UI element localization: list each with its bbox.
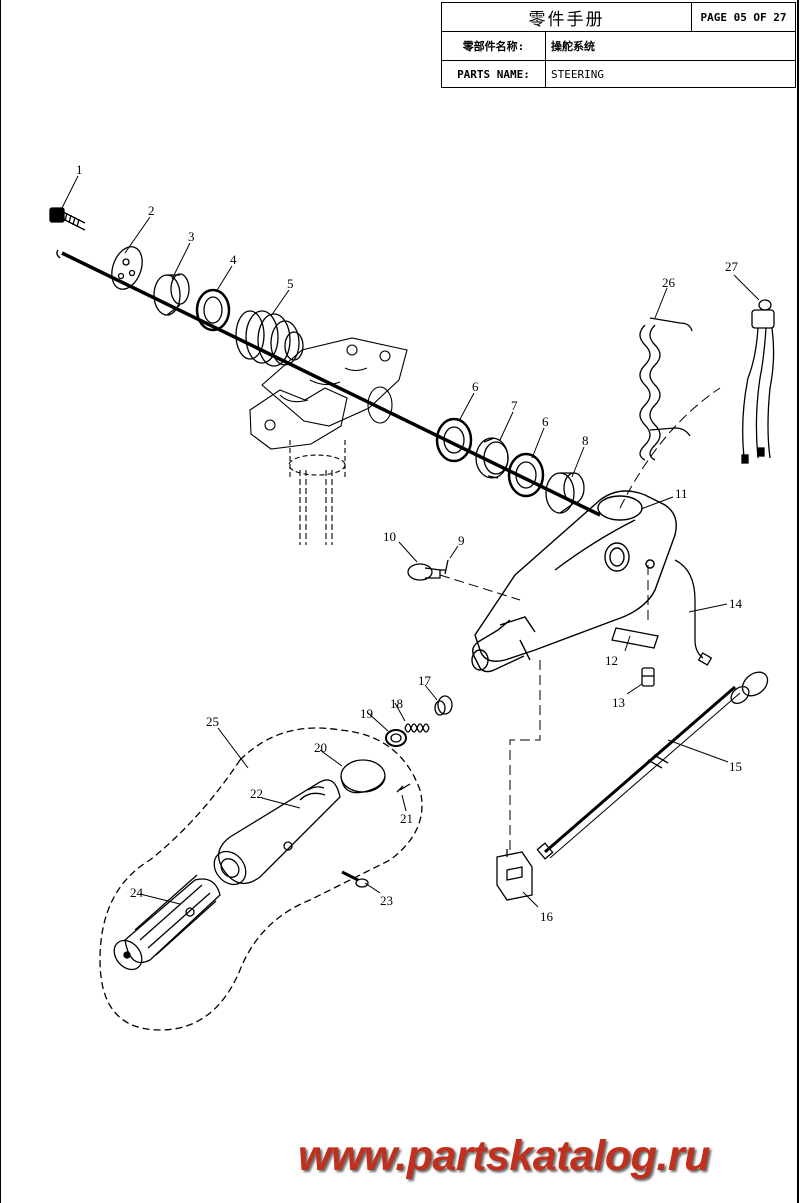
callout-21: 21: [400, 811, 413, 826]
part-24-grip-sleeve: [113, 874, 221, 971]
part-7-ring: [475, 437, 509, 479]
page-indicator: PAGE 05 OF 27: [700, 10, 787, 24]
part-6-washer: [435, 417, 473, 463]
parts-name-cn-label: 零部件名称:: [442, 32, 546, 60]
part-25-grip-assembly-outline: [99, 727, 423, 1031]
part-21-screw: [396, 783, 411, 793]
callout-leaders: [61, 175, 760, 908]
callout-17: 17: [418, 673, 432, 688]
part-1-bolt: [49, 207, 86, 231]
callout-27: 27: [725, 259, 739, 274]
parts-name-label: PARTS NAME:: [442, 61, 546, 87]
part-5-boot: [235, 310, 304, 367]
callout-22: 22: [250, 786, 263, 801]
shaft-tip: [56, 249, 61, 259]
part-3-bushing: [153, 273, 190, 316]
part-16-bracket: [496, 849, 533, 901]
parts-name-cn-value: 操舵系统: [551, 40, 595, 53]
part-18-spring: [404, 723, 430, 733]
callout-2: 2: [148, 203, 155, 218]
callout-14: 14: [729, 596, 743, 611]
callout-7: 7: [511, 398, 518, 413]
callout-9: 9: [458, 533, 465, 548]
callout-8: 8: [582, 433, 589, 448]
part-23-screw: [341, 870, 369, 888]
part-6-washer-second: [507, 452, 545, 498]
part-14-lead: [674, 559, 713, 666]
part-26-lanyard: [639, 317, 693, 461]
callout-6-second: 6: [542, 414, 549, 429]
part-4-washer: [195, 288, 231, 332]
title-block: 零件手册 PAGE 05 OF 27 零部件名称: 操舵系统 PARTS NAM…: [441, 2, 796, 88]
callout-15: 15: [729, 759, 742, 774]
callout-1: 1: [76, 162, 83, 177]
callout-24: 24: [130, 885, 144, 900]
callout-4: 4: [230, 252, 237, 267]
part-11-tiller-arm: [471, 490, 677, 673]
title-row: 零件手册 PAGE 05 OF 27: [442, 3, 795, 32]
callout-19: 19: [360, 706, 373, 721]
callout-26: 26: [662, 275, 676, 290]
callout-3: 3: [188, 229, 195, 244]
callout-10: 10: [383, 529, 396, 544]
callout-25: 25: [206, 714, 219, 729]
part-22-grip-body: [213, 779, 341, 886]
callout-12: 12: [605, 653, 618, 668]
part-19-washer: [385, 729, 407, 747]
part-10-knob: [407, 563, 446, 581]
part-9-pin: [444, 559, 449, 575]
callout-11: 11: [675, 486, 688, 501]
part-2-plate: [111, 246, 143, 290]
callout-numbers: 1 2 3 4 5 6 7 6 8 9 10 11 12 13 14 15 16…: [76, 162, 743, 924]
callout-18: 18: [390, 696, 403, 711]
callout-20: 20: [314, 740, 327, 755]
part-15-shaft: [536, 671, 769, 860]
engine-bracket: [249, 337, 408, 545]
parts-name-cn-row: 零部件名称: 操舵系统: [442, 32, 795, 61]
part-12-plate: [611, 627, 659, 649]
manual-title: 零件手册: [442, 3, 692, 31]
callout-6: 6: [472, 379, 479, 394]
part-27-switch: [741, 299, 775, 464]
part-13-bolt: [641, 667, 655, 687]
part-20-ring: [340, 759, 386, 794]
callout-13: 13: [612, 695, 625, 710]
assembly-dashed-lines: [439, 387, 721, 850]
parts-name-row: PARTS NAME: STEERING: [442, 61, 795, 87]
callout-16: 16: [540, 909, 554, 924]
watermark-text: www.partskatalog.ru: [298, 1132, 710, 1180]
parts-name-value: STEERING: [551, 67, 604, 81]
callout-5: 5: [287, 276, 294, 291]
part-17-bushing: [434, 695, 453, 716]
callout-23: 23: [380, 893, 393, 908]
